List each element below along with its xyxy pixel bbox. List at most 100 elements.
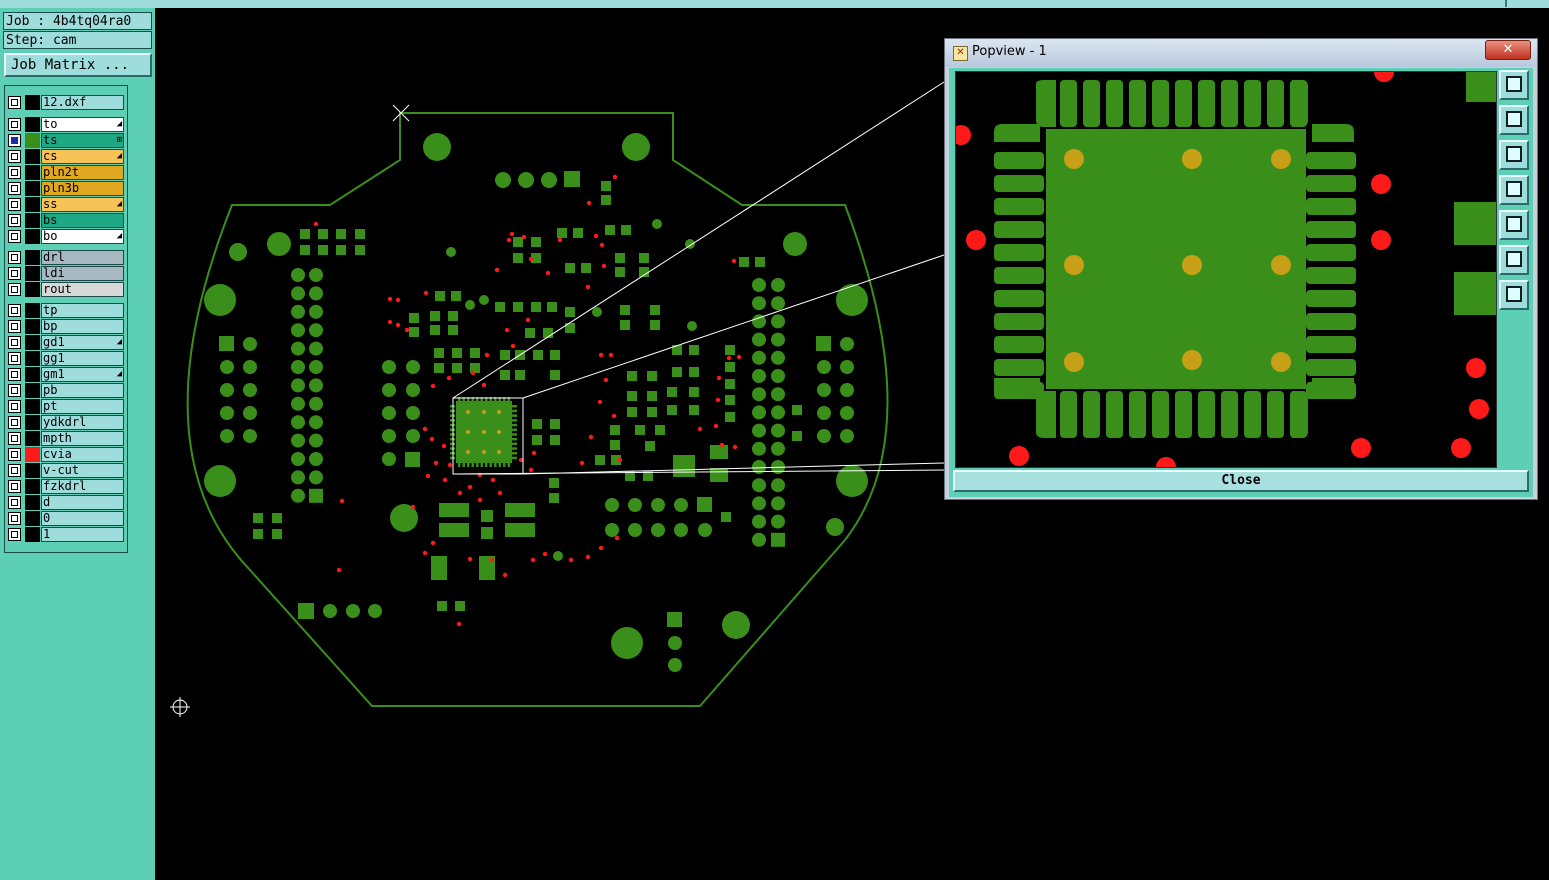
layer-checkbox[interactable]	[8, 464, 21, 477]
layer-name[interactable]: fzkdrl	[41, 479, 124, 494]
window-close-button[interactable]: ✕	[1485, 40, 1531, 60]
layer-checkbox[interactable]	[8, 198, 21, 211]
layer-name[interactable]: bo◢	[41, 229, 124, 244]
layer-checkbox[interactable]	[8, 320, 21, 333]
layer-name[interactable]: d	[41, 495, 124, 510]
pan-up-button[interactable]	[1499, 105, 1529, 135]
layer-row-ts[interactable]: ts⊞	[6, 133, 126, 148]
layer-row-to[interactable]: to◢	[6, 117, 126, 132]
layer-row-ldi[interactable]: ldi	[6, 266, 126, 281]
layer-name[interactable]: gg1	[41, 351, 124, 366]
layer-row-12.dxf[interactable]: 12.dxf	[6, 95, 126, 110]
layer-row-gg1[interactable]: gg1	[6, 351, 126, 366]
layer-checkbox[interactable]	[8, 118, 21, 131]
layer-name[interactable]: drl	[41, 250, 124, 265]
layer-name[interactable]: 1	[41, 527, 124, 542]
layer-name[interactable]: pt	[41, 399, 124, 414]
layer-checkbox[interactable]	[8, 230, 21, 243]
layer-checkbox[interactable]	[8, 432, 21, 445]
layer-color-swatch[interactable]	[25, 229, 40, 244]
layer-row-tp[interactable]: tp	[6, 303, 126, 318]
layer-row-pln2t[interactable]: pln2t	[6, 165, 126, 180]
layer-row-drl[interactable]: drl	[6, 250, 126, 265]
layer-name[interactable]: pln2t	[41, 165, 124, 180]
layer-checkbox[interactable]	[8, 448, 21, 461]
layer-checkbox[interactable]	[8, 480, 21, 493]
layer-row-ss[interactable]: ss◢	[6, 197, 126, 212]
layer-checkbox[interactable]	[8, 304, 21, 317]
layer-color-swatch[interactable]	[25, 351, 40, 366]
layer-checkbox[interactable]	[8, 528, 21, 541]
layer-color-swatch[interactable]	[25, 447, 40, 462]
layer-row-pb[interactable]: pb	[6, 383, 126, 398]
layer-color-swatch[interactable]	[25, 133, 40, 148]
layer-color-swatch[interactable]	[25, 431, 40, 446]
layer-name[interactable]: pb	[41, 383, 124, 398]
layer-checkbox[interactable]	[8, 251, 21, 264]
layer-row-1[interactable]: 1	[6, 527, 126, 542]
layer-name[interactable]: rout	[41, 282, 124, 297]
layer-name[interactable]: v-cut	[41, 463, 124, 478]
layer-row-rout[interactable]: rout	[6, 282, 126, 297]
layer-color-swatch[interactable]	[25, 149, 40, 164]
layer-row-gd1[interactable]: gd1◢	[6, 335, 126, 350]
layer-color-swatch[interactable]	[25, 399, 40, 414]
layer-row-cvia[interactable]: cvia	[6, 447, 126, 462]
layer-color-swatch[interactable]	[25, 250, 40, 265]
layer-name[interactable]: cvia	[41, 447, 124, 462]
layer-checkbox[interactable]	[8, 96, 21, 109]
layer-name[interactable]: to◢	[41, 117, 124, 132]
layer-name[interactable]: ss◢	[41, 197, 124, 212]
pcb-graphic-canvas[interactable]	[155, 8, 945, 880]
layer-checkbox[interactable]	[8, 416, 21, 429]
close-button[interactable]: Close	[953, 470, 1529, 492]
layer-color-swatch[interactable]	[25, 95, 40, 110]
layer-color-swatch[interactable]	[25, 282, 40, 297]
popview-titlebar[interactable]: ✕ Popview - 1 ✕	[945, 39, 1537, 67]
layer-color-swatch[interactable]	[25, 213, 40, 228]
layer-name[interactable]: pln3b	[41, 181, 124, 196]
layer-color-swatch[interactable]	[25, 197, 40, 212]
layer-row-bp[interactable]: bp	[6, 319, 126, 334]
layer-checkbox[interactable]	[8, 267, 21, 280]
layer-checkbox[interactable]	[8, 150, 21, 163]
layer-color-swatch[interactable]	[25, 181, 40, 196]
layer-color-swatch[interactable]	[25, 479, 40, 494]
layer-name[interactable]: bp	[41, 319, 124, 334]
layer-color-swatch[interactable]	[25, 335, 40, 350]
layer-color-swatch[interactable]	[25, 266, 40, 281]
layer-name[interactable]: tp	[41, 303, 124, 318]
layer-color-swatch[interactable]	[25, 415, 40, 430]
zoom-fit-button[interactable]	[1499, 70, 1529, 100]
layer-checkbox[interactable]	[8, 512, 21, 525]
layer-row-v-cut[interactable]: v-cut	[6, 463, 126, 478]
layer-row-gm1[interactable]: gm1◢	[6, 367, 126, 382]
layer-row-bs[interactable]: bs	[6, 213, 126, 228]
layer-checkbox[interactable]	[8, 182, 21, 195]
layer-row-bo[interactable]: bo◢	[6, 229, 126, 244]
layer-color-swatch[interactable]	[25, 511, 40, 526]
pan-left-button[interactable]	[1499, 175, 1529, 205]
layer-row-0[interactable]: 0	[6, 511, 126, 526]
layer-checkbox[interactable]	[8, 134, 21, 147]
layer-color-swatch[interactable]	[25, 463, 40, 478]
layer-checkbox[interactable]	[8, 496, 21, 509]
layer-color-swatch[interactable]	[25, 367, 40, 382]
layer-name[interactable]: bs	[41, 213, 124, 228]
layer-checkbox[interactable]	[8, 166, 21, 179]
layer-checkbox[interactable]	[8, 283, 21, 296]
layer-row-pln3b[interactable]: pln3b	[6, 181, 126, 196]
layer-color-swatch[interactable]	[25, 165, 40, 180]
layer-color-swatch[interactable]	[25, 495, 40, 510]
popview-zoom-view[interactable]	[955, 71, 1497, 468]
layer-checkbox[interactable]	[8, 384, 21, 397]
layer-color-swatch[interactable]	[25, 303, 40, 318]
layer-name[interactable]: mpth	[41, 431, 124, 446]
pan-down-button[interactable]	[1499, 140, 1529, 170]
zoom-in-button[interactable]	[1499, 245, 1529, 275]
layer-color-swatch[interactable]	[25, 117, 40, 132]
layer-checkbox[interactable]	[8, 336, 21, 349]
pan-right-button[interactable]	[1499, 210, 1529, 240]
layer-name[interactable]: ydkdrl	[41, 415, 124, 430]
layer-color-swatch[interactable]	[25, 319, 40, 334]
